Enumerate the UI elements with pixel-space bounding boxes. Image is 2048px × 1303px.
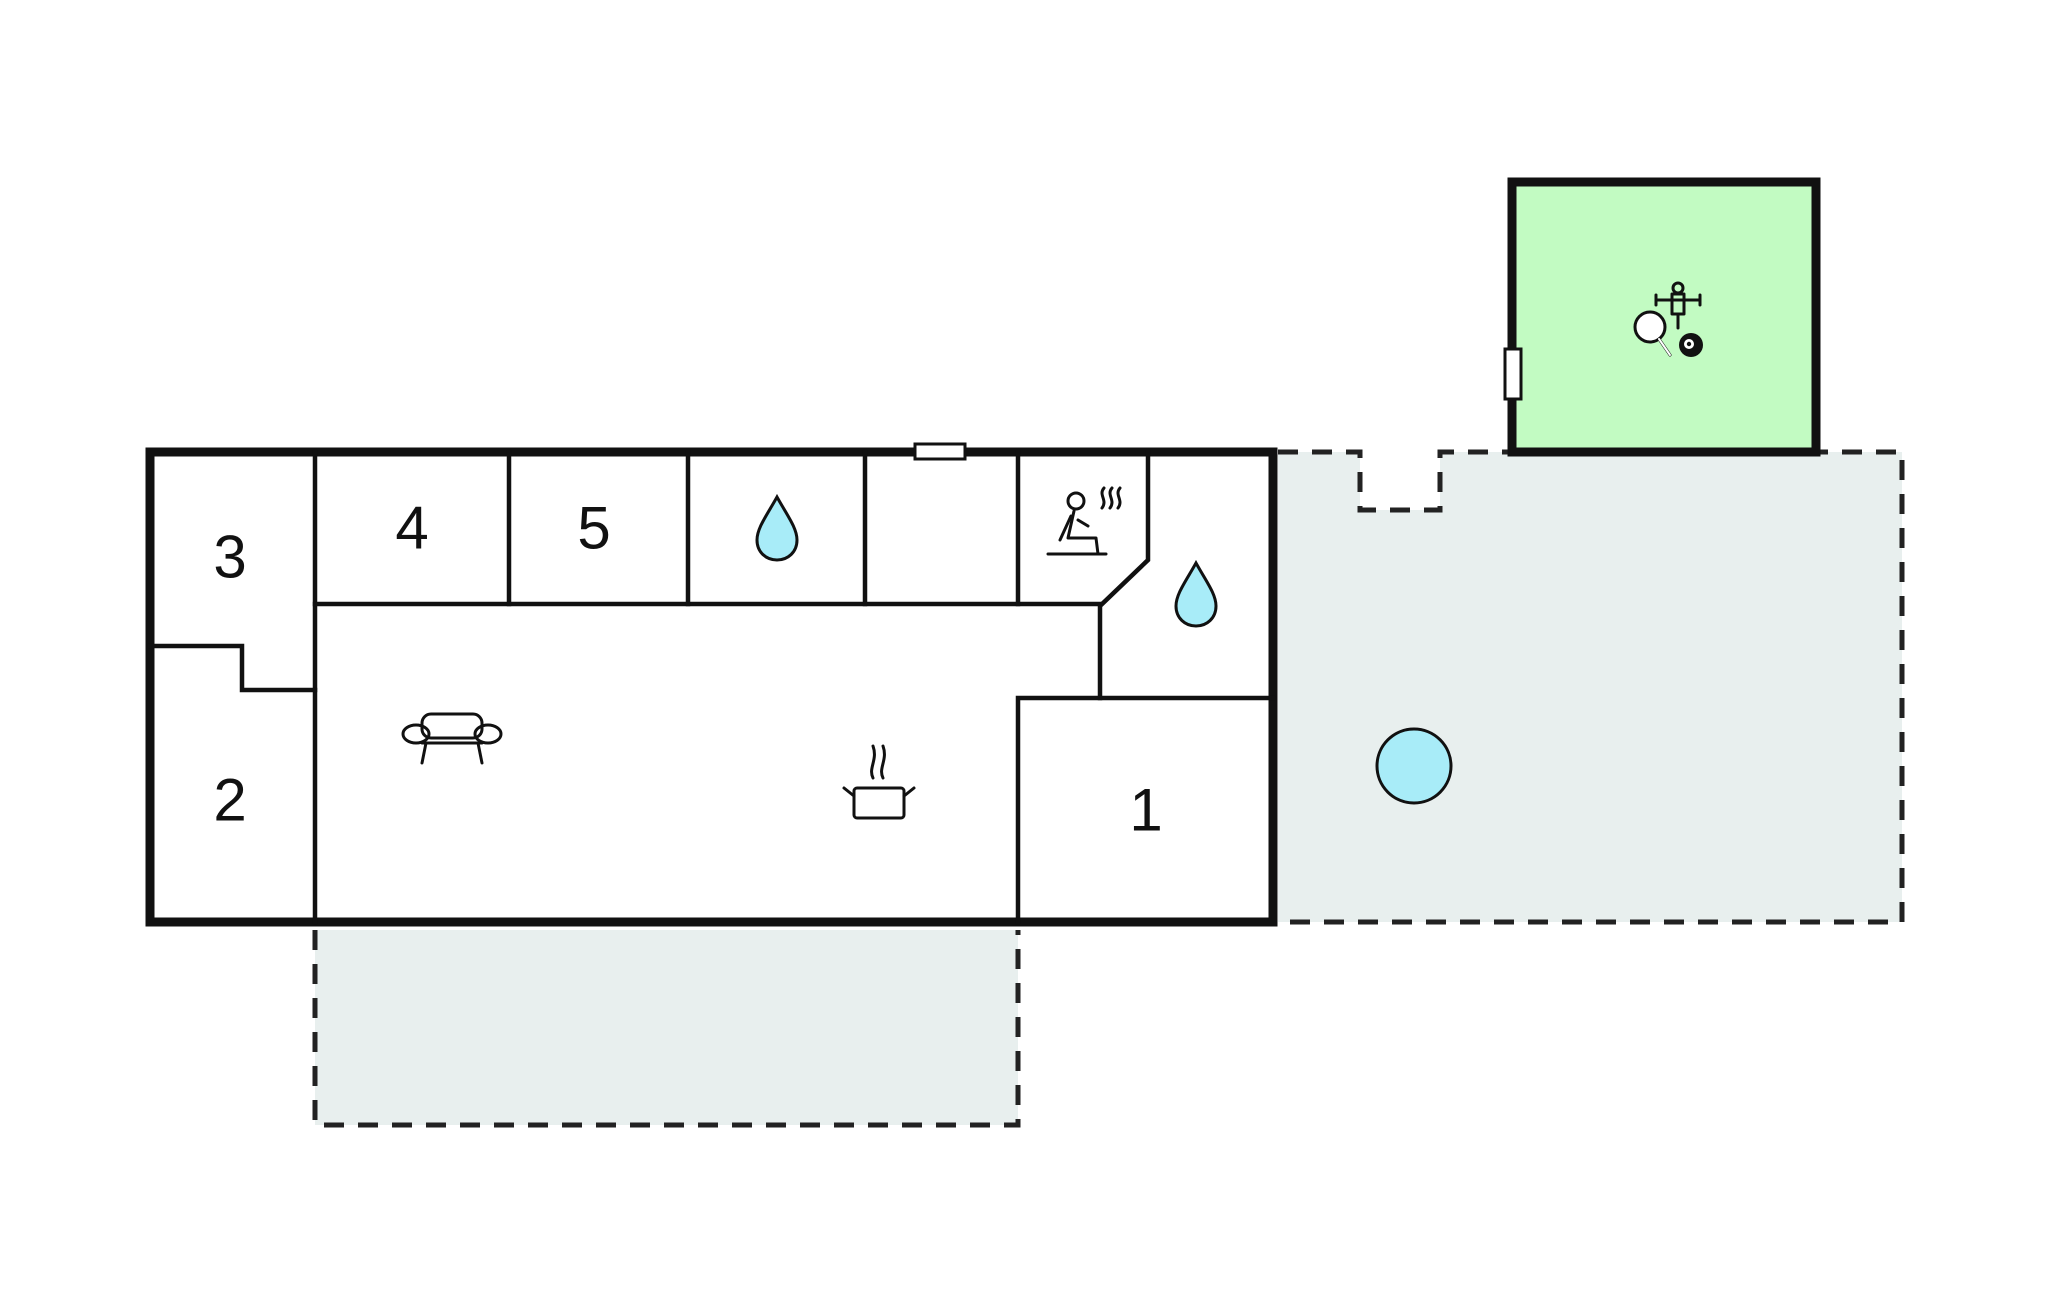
table-football-icon — [1654, 281, 1702, 330]
annex-door — [1503, 347, 1523, 401]
billiard-ball-icon — [1679, 333, 1703, 357]
main-house-outer-wall — [145, 447, 1278, 927]
annex-building — [1507, 177, 1821, 457]
window — [913, 442, 967, 461]
sofa-icon — [401, 712, 503, 765]
table-tennis-icon — [1633, 310, 1672, 357]
room-4-label: 4 — [395, 495, 428, 562]
sauna-icon — [1046, 486, 1122, 556]
cooking-pot-icon — [842, 744, 916, 820]
room-3-label: 3 — [213, 524, 246, 591]
room-1-label: 1 — [1129, 777, 1162, 844]
room-2-label: 2 — [213, 767, 246, 834]
water-drop-icon — [1174, 559, 1218, 628]
terrace-east — [1278, 449, 1905, 925]
interior-walls — [147, 449, 1276, 925]
pool-icon — [1375, 727, 1453, 805]
water-drop-icon — [755, 493, 799, 562]
terrace-south — [312, 930, 1021, 1128]
room-5-label: 5 — [577, 495, 610, 562]
